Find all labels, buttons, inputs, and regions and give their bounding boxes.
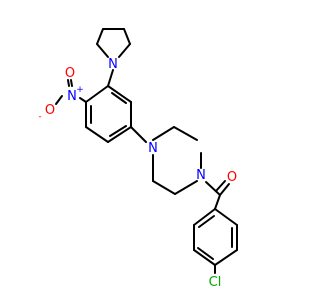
bond xyxy=(193,249,216,266)
bond-double-inner xyxy=(198,215,215,228)
nitrophenyl-ring xyxy=(85,85,132,143)
bond xyxy=(67,79,70,87)
bond xyxy=(174,180,198,195)
bond xyxy=(118,43,131,58)
bond-carbonyl-double xyxy=(215,180,226,192)
bond xyxy=(107,126,132,143)
bond-double-inner xyxy=(109,125,127,137)
bond xyxy=(214,208,238,226)
atom-label-chlorine: Cl xyxy=(209,275,222,290)
atom-label-pyrrolidine-n: N xyxy=(108,57,118,72)
bond xyxy=(123,28,131,45)
bond xyxy=(96,28,104,45)
bond xyxy=(214,249,238,266)
bond xyxy=(85,126,109,143)
bond xyxy=(96,43,109,58)
bond xyxy=(152,180,176,195)
bond xyxy=(152,126,175,141)
bond xyxy=(85,85,109,103)
atom-label-nitro-o-top: O xyxy=(65,66,75,81)
atom-label-piperazine-n1: N xyxy=(148,141,158,156)
bond-piperazine-carbonyl xyxy=(205,181,221,196)
bond xyxy=(70,79,73,87)
bond-carbonyl-double xyxy=(219,183,230,196)
bond xyxy=(107,85,132,103)
bond xyxy=(173,126,198,141)
bond-double-inner xyxy=(111,92,127,104)
pyrrolidine-ring xyxy=(96,28,131,58)
bond-aryl-piperazine xyxy=(130,126,147,143)
piperazine-ring xyxy=(152,126,202,195)
bond xyxy=(79,97,87,103)
nitro-group xyxy=(55,79,87,105)
bond xyxy=(193,208,216,226)
bond-double-inner xyxy=(197,247,214,260)
atom-label-nitro-o-left: O xyxy=(45,103,55,118)
bond-carbonyl-aryl xyxy=(214,194,221,210)
bond xyxy=(55,95,63,105)
charge-label-nitro-n: + xyxy=(76,85,84,95)
chlorophenyl-ring xyxy=(193,208,238,266)
bond-pyrrolidine-aryl xyxy=(107,69,114,87)
molecule-structure: N N + O O - N N O Cl xyxy=(38,28,238,290)
charge-label-nitro-o: - xyxy=(38,112,41,122)
atom-label-piperazine-n2: N xyxy=(196,168,206,183)
atom-label-nitro-n: N xyxy=(67,89,77,104)
atom-label-carbonyl-o: O xyxy=(227,170,237,185)
